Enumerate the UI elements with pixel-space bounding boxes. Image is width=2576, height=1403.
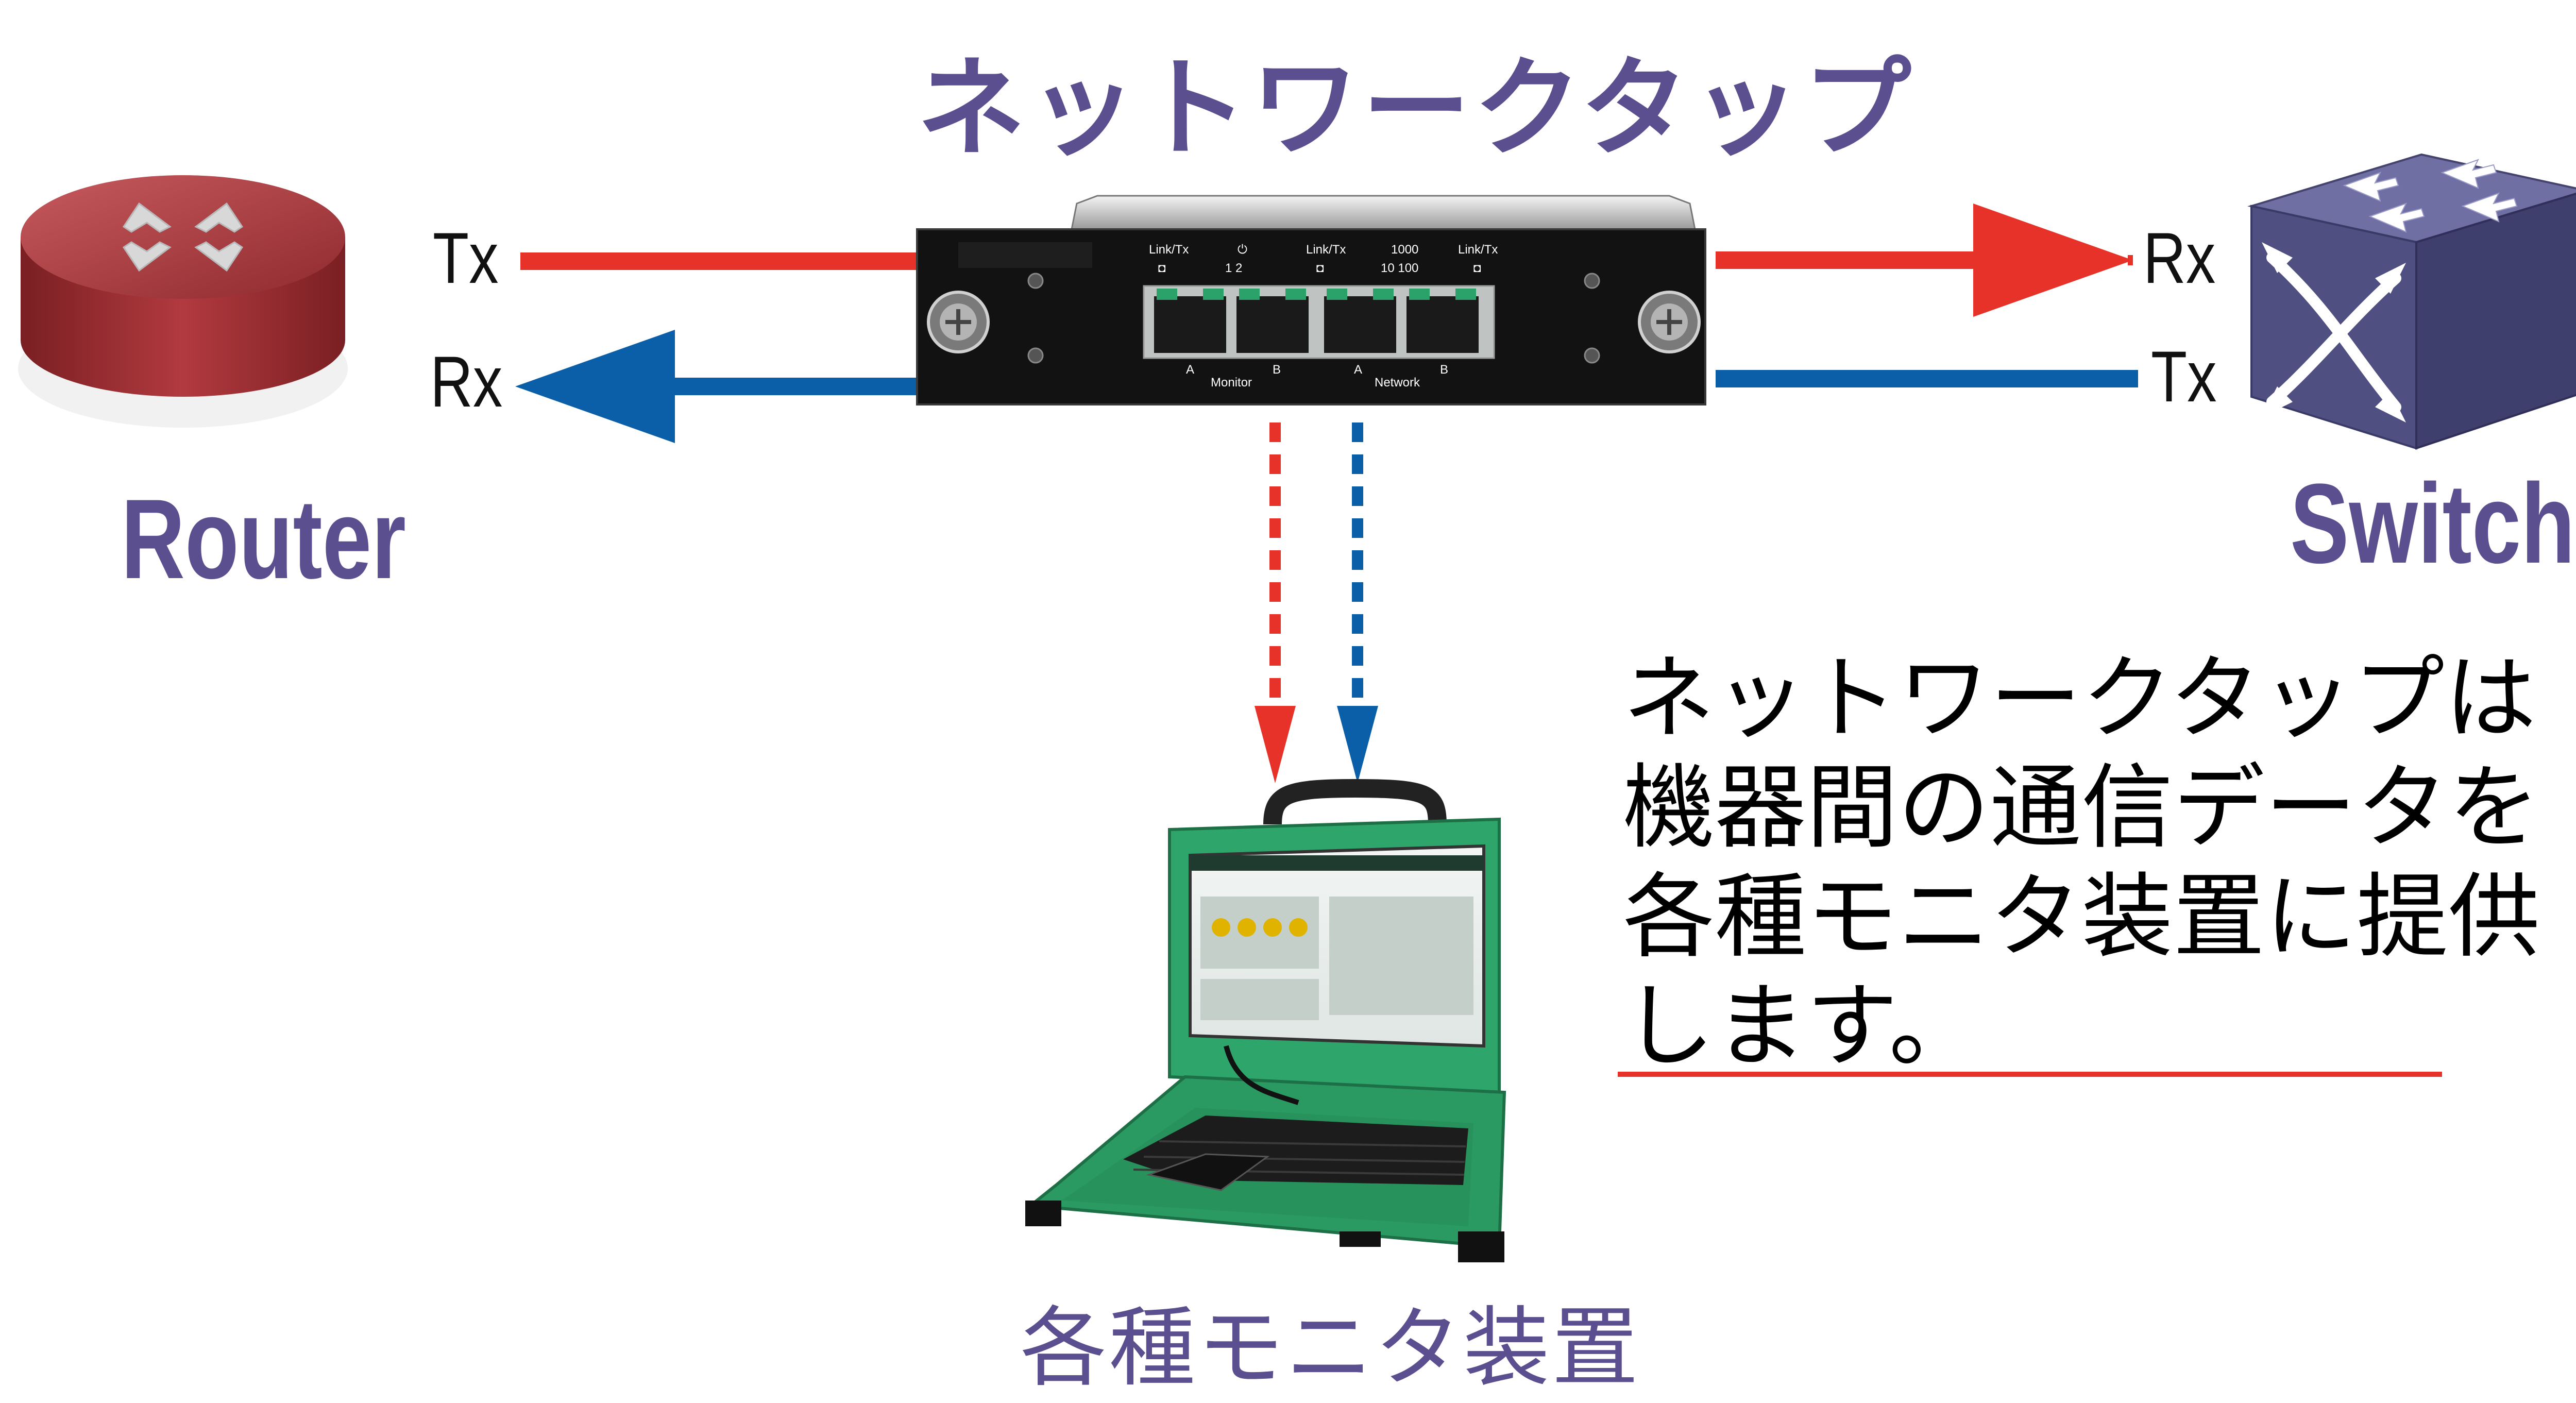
monitor-red-dashed-arrow [1255,422,1296,783]
network-tap-device: Link/Tx ⏻ 1 2 Link/Tx 1000 10 100 Link/T… [916,195,1706,405]
led-icon: ◘ [1158,261,1166,275]
led-icon: ◘ [1473,261,1481,275]
router-label: Router [121,476,406,602]
tap-label-port-b-1: B [1273,363,1281,377]
tap-label-speed-bottom: 10 100 [1381,261,1418,275]
router-tx-label: Tx [433,217,499,298]
tap-label-port-a-2: A [1354,363,1362,377]
tap-label-link-tx-1: Link/Tx [1149,243,1189,257]
tap-label-link-tx-3: Link/Tx [1458,243,1498,257]
power-icon: ⏻ [1238,243,1247,257]
switch-label: Switch [2290,460,2575,587]
description-line: ネットワークタップは [1623,645,2536,752]
tap-label-port-a-1: A [1186,363,1194,377]
router-icon [18,175,348,428]
tap-label-link-tx-2: Link/Tx [1306,243,1346,257]
description-line: 各種モニタ装置に提供 [1623,864,2540,970]
description-underline [1618,1072,2442,1077]
switch-tx-label: Tx [2151,336,2217,417]
monitor-devices-label: 各種モニタ装置 [1020,1297,1640,1398]
tap-label-port-b-2: B [1440,363,1448,377]
router-rx-label: Rx [430,341,503,422]
description-text: ネットワークタップは 機器間の通信データを 各種モニタ装置に提供 します。 [1623,644,2540,1081]
description-line: 機器間の通信データを [1623,754,2540,861]
switch-tx-line [1716,370,2138,387]
diagram-title: ネットワークタップ [917,45,1914,172]
router-tx-line [520,252,917,270]
portable-monitor-laptop-image [1025,779,1506,1262]
monitor-blue-dashed-arrow [1337,422,1378,783]
led-icon: ◘ [1316,261,1324,275]
router-rx-arrow [515,330,917,443]
tap-label-network: Network [1375,376,1420,390]
rj45-ports [1154,289,1479,353]
switch-rx-arrow [1716,204,2133,317]
switch-icon [2247,153,2576,450]
description-line: します。 [1623,973,1981,1079]
tap-label-ports: 1 2 [1225,261,1242,275]
tap-label-monitor: Monitor [1211,376,1252,390]
tap-label-speed-top: 1000 [1391,243,1418,257]
switch-rx-label: Rx [2143,217,2216,298]
